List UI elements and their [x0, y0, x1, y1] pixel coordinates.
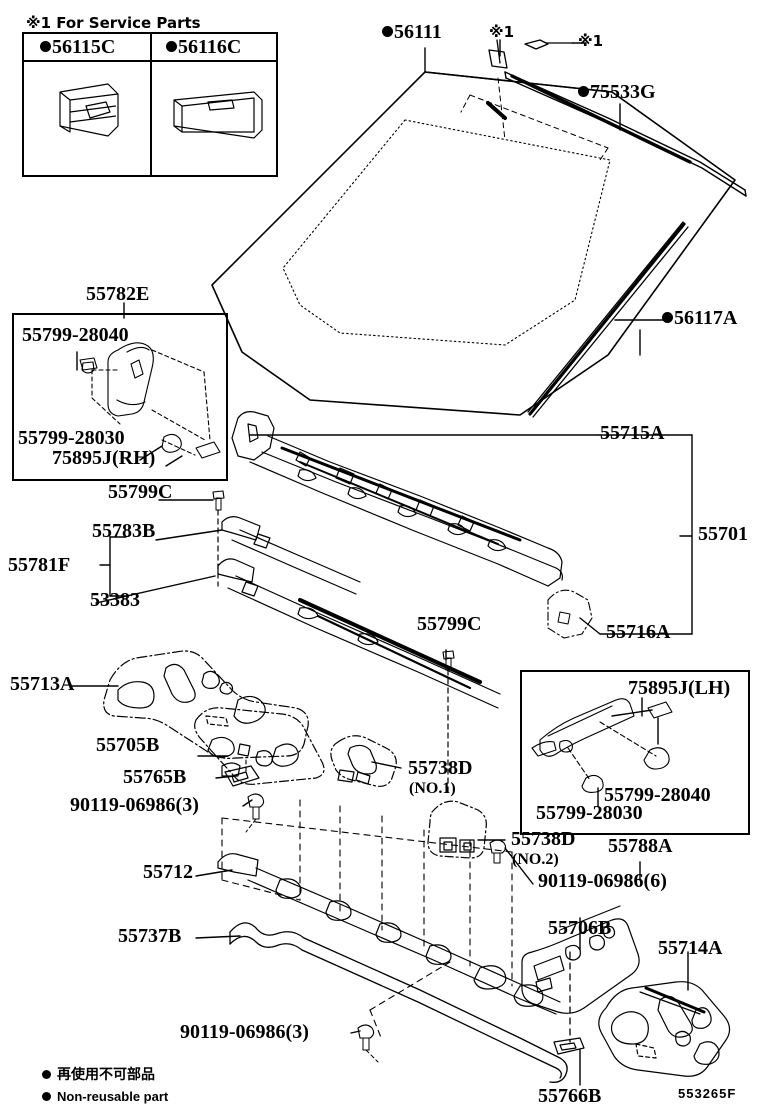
callout-75533G: 75533G: [578, 82, 656, 102]
callout-55738D-no2-note: (NO.2): [512, 851, 559, 868]
non-reusable-dot-icon: [40, 41, 51, 53]
callout-55783B: 55783B: [92, 520, 156, 542]
screw-90119-lower: [357, 1024, 379, 1063]
screw-55799C-lower: [442, 650, 455, 793]
bracket-55716A: [547, 589, 593, 639]
non-reusable-dot-icon: [382, 26, 393, 38]
callout-55799-28040-rh: 55799-28040: [22, 324, 129, 346]
diagram-id: 553265F: [678, 1086, 737, 1101]
leader-lines: [71, 39, 693, 1086]
clip-55766B: [553, 1037, 585, 1055]
callout-55766B: 55766B: [538, 1085, 602, 1107]
non-reusable-dot-icon: [166, 41, 177, 53]
callout-55706B: 55706B: [548, 917, 612, 939]
callout-55701: 55701: [698, 523, 748, 545]
inset-mirror-lh-art: [531, 698, 673, 793]
molding-56117A: [527, 221, 689, 418]
callout-55799-28030-rh: 55799-28030: [18, 427, 125, 449]
callout-55781F: 55781F: [8, 554, 71, 576]
callout-55713A: 55713A: [10, 673, 75, 695]
bracket-55738D-no1: [330, 735, 397, 787]
callout-55799-28030-lh: 55799-28030: [536, 802, 643, 824]
callout-55799C-lower: 55799C: [417, 613, 482, 635]
callout-55738D-no1: 55738D: [408, 757, 473, 779]
callout-55737B: 55737B: [118, 925, 182, 947]
callout-56111: 56111: [382, 22, 442, 42]
non-reusable-dot-icon: [578, 86, 589, 98]
legend-jp-text: 再使用不可部品: [57, 1067, 155, 1083]
legend-en-text: Non-reusable part: [57, 1089, 169, 1104]
callout-75895J-rh: 75895J(RH): [52, 447, 156, 469]
callout-53383: 53383: [90, 589, 140, 611]
callout-56117A: 56117A: [662, 308, 737, 328]
bracket-55705B: [194, 707, 325, 785]
service-parts-note: ※1 For Service Parts: [26, 14, 201, 32]
non-reusable-dot-icon: [662, 312, 673, 324]
molding-part-icon: [173, 91, 263, 139]
clip-star1-right: [524, 39, 573, 50]
cowl-lower-55712: [217, 853, 561, 1015]
callout-90119-06986-6: 90119-06986(6): [538, 870, 667, 892]
callout-55712: 55712: [143, 861, 193, 883]
clip-part-icon: [59, 83, 119, 137]
inset-box-55782E: [12, 313, 228, 481]
non-reusable-dot-icon: [42, 1092, 51, 1101]
service-parts-column-divider: [150, 32, 152, 177]
callout-star1-right: ※1: [578, 32, 604, 50]
non-reusable-dot-icon: [42, 1070, 51, 1079]
callout-55782E: 55782E: [86, 283, 150, 305]
bracket-55738D-no2: [427, 800, 487, 859]
callout-55716A: 55716A: [606, 621, 671, 643]
clip-star1-upper: [488, 39, 508, 69]
cowl-sub-panel-55783B: [221, 516, 361, 595]
panel-55713A: [103, 650, 309, 759]
callout-90119-06986-3-lower: 90119-06986(3): [180, 1021, 309, 1043]
callout-55799-28040-lh: 55799-28040: [604, 784, 711, 806]
callout-55765B: 55765B: [123, 766, 187, 788]
screw-55799C-upper: [212, 490, 225, 587]
legend-jp-row: 再使用不可部品: [42, 1066, 155, 1084]
callout-star1-upper: ※1: [489, 23, 515, 41]
clip-55765B: [224, 765, 260, 787]
callout-55738D-no1-note: (NO.1): [409, 780, 456, 797]
screw-90119-upper: [245, 793, 265, 833]
callout-55799C-upper: 55799C: [108, 481, 173, 503]
callout-75895J-lh: 75895J(LH): [628, 677, 731, 699]
cowl-sub-panel-53383: [217, 558, 501, 709]
callout-55714A: 55714A: [658, 937, 723, 959]
inset-mirror-art: [79, 342, 221, 459]
service-part-56115C-header: 56115C: [40, 37, 115, 57]
callout-55788A: 55788A: [608, 835, 673, 857]
bracket-55706B: [521, 905, 640, 1014]
legend-en-row: Non-reusable part: [42, 1088, 168, 1106]
callout-90119-06986-3-upper: 90119-06986(3): [70, 794, 199, 816]
inset-box-55788A: [520, 670, 750, 835]
callout-55738D-no2: 55738D: [511, 828, 576, 850]
callout-55715A: 55715A: [600, 422, 665, 444]
callout-55705B: 55705B: [96, 734, 160, 756]
seal-55737B: [229, 922, 568, 1083]
panel-55714A: [598, 981, 731, 1077]
service-part-56116C-header: 56116C: [166, 37, 241, 57]
